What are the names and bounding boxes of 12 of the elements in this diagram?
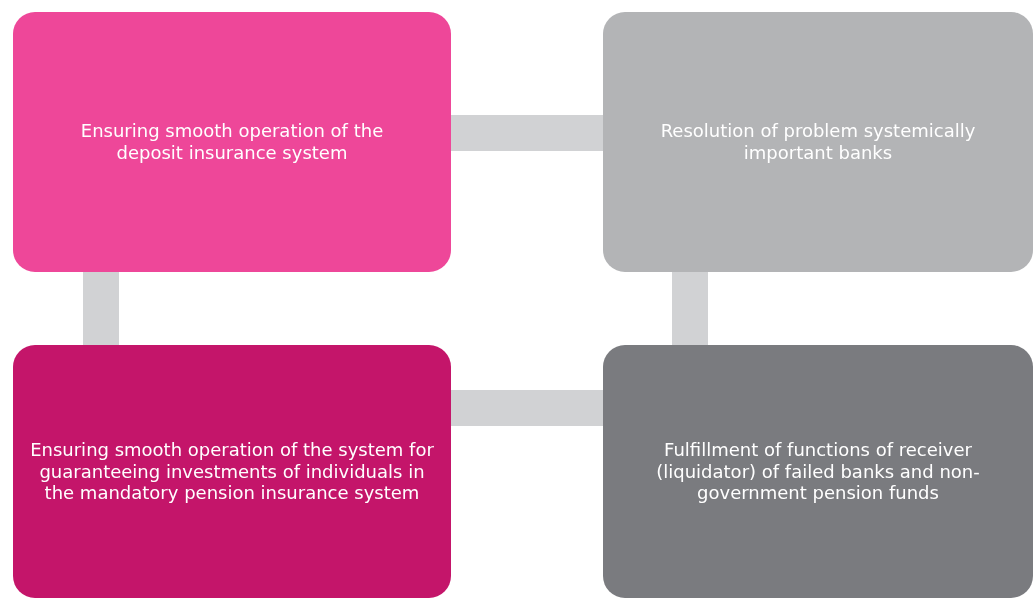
connector-bar [672,272,708,345]
connector-bar [83,272,119,345]
connector-bar [451,390,603,426]
rounded-box [13,12,451,272]
box-text: Resolution of problem systemically important banks [659,120,977,164]
rounded-box [13,345,451,598]
box-text: Ensuring smooth operation of the deposit insurance system [79,120,385,164]
box-text: Ensuring smooth operation of the system for guaranteeing investments of individuals in the mandatory pension insurance system [29,439,435,504]
rounded-box [603,345,1033,598]
rounded-box [603,12,1033,272]
connector-bar [451,115,603,151]
box-text: Fulfillment of functions of receiver (liquidator) of failed banks and non-government pension funds [655,439,981,504]
